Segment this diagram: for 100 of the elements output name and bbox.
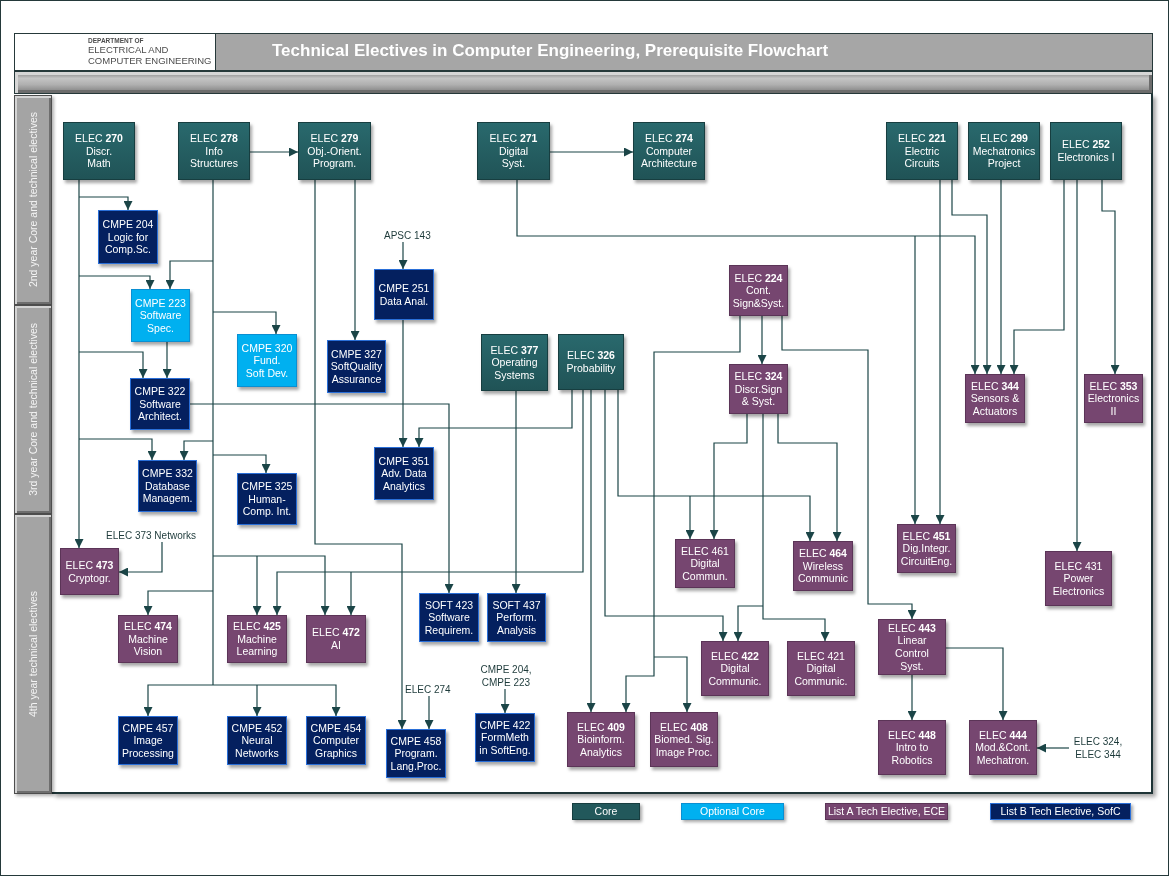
course-box (878, 720, 946, 775)
course-box (131, 289, 190, 342)
connector-line (212, 555, 258, 557)
course-code: CMPE 251 (377, 281, 431, 295)
arrow (143, 684, 214, 717)
course-box (886, 122, 958, 180)
arrow (511, 390, 521, 594)
course-box (306, 615, 366, 663)
arrow (78, 196, 133, 211)
course-box (374, 269, 434, 320)
course-code: CMPE 223 (134, 296, 187, 310)
arrow (143, 590, 214, 616)
course-title: Image Processing (121, 734, 175, 760)
connector-line (516, 179, 916, 237)
arrow (907, 674, 917, 721)
year-band (14, 514, 52, 794)
arrow (1036, 743, 1070, 753)
course-box (968, 122, 1040, 180)
course-code: ELEC 451 (901, 529, 952, 543)
course-box (878, 619, 946, 675)
course-code: ELEC 431 (1053, 559, 1104, 573)
course-title: Dig.Integr. CircuitEng. (899, 542, 954, 568)
course-title: Probability (565, 362, 617, 375)
course-box (1084, 374, 1143, 423)
legend-label: List A Tech Elective, ECE (827, 804, 946, 819)
course-box (650, 712, 718, 767)
course-title: Neural Networks (234, 734, 280, 760)
arrow (272, 571, 352, 616)
course-title: FormMeth in SoftEng. (478, 731, 532, 757)
course-box (374, 447, 434, 500)
course-code: ELEC 461 (680, 544, 730, 558)
course-code: CMPE 457 (121, 721, 175, 735)
course-box (1050, 122, 1122, 180)
arrow (500, 688, 510, 714)
arrow (996, 179, 1006, 375)
course-title: Discr. Math (84, 144, 114, 170)
prerequisite-note: APSC 143 (384, 229, 431, 242)
course-title: Wireless Communic (796, 559, 850, 585)
course-code: ELEC 353 (1088, 379, 1139, 393)
connector-line (78, 196, 80, 277)
prerequisite-note: ELEC 274 (405, 683, 451, 696)
connector-line (78, 179, 80, 198)
arrow (78, 275, 155, 290)
course-code: CMPE 332 (141, 467, 194, 480)
course-title: AI (330, 639, 342, 652)
course-code: SOFT 423 (423, 598, 475, 612)
arrow (945, 647, 1008, 721)
course-title: Computer Architecture (640, 144, 698, 170)
connector-line (762, 413, 764, 607)
course-box (386, 729, 446, 778)
course-box (138, 460, 197, 512)
arrow (549, 147, 634, 157)
prerequisite-note: ELEC 324, ELEC 344 (1069, 735, 1127, 761)
connector-line (78, 351, 80, 440)
arrow (78, 351, 148, 379)
arrow (189, 403, 454, 594)
arrow (733, 605, 764, 642)
connector-line (212, 311, 214, 442)
course-title: Linear Control Syst. (894, 634, 930, 673)
arrow (118, 541, 163, 577)
course-title: Mod.&Cont. Mechatron. (974, 741, 1032, 767)
course-code: CMPE 422 (478, 718, 532, 732)
course-box (965, 374, 1025, 423)
course-title: Software Architect. (137, 397, 183, 423)
course-box (227, 716, 287, 765)
arrow (212, 454, 271, 474)
course-title: Fund. Soft Dev. (244, 354, 290, 380)
arrow (179, 440, 214, 461)
course-code: ELEC 271 (488, 132, 539, 145)
course-code: ELEC 224 (733, 271, 784, 285)
course-box (477, 122, 550, 180)
prerequisite-note: ELEC 373 Networks (106, 529, 197, 542)
course-code: ELEC 326 (566, 349, 616, 362)
connector-line (212, 260, 214, 313)
course-box (1045, 551, 1112, 606)
course-box (729, 265, 788, 316)
band-label: 3rd year Core and technical electives (26, 323, 40, 496)
course-box (787, 641, 855, 696)
arrow (249, 147, 299, 157)
course-code: CMPE 327 (330, 347, 383, 361)
connector-line (212, 440, 214, 456)
course-title: Cryptogr. (67, 571, 112, 585)
arrow (78, 438, 157, 461)
arrow (252, 684, 262, 717)
course-code: ELEC 425 (232, 620, 282, 633)
course-title: Human- Comp. Int. (241, 492, 293, 518)
arrow (1072, 179, 1082, 552)
course-box (178, 122, 250, 180)
arrow (586, 389, 596, 713)
arrow (212, 311, 281, 335)
course-box (237, 334, 297, 387)
course-box (487, 593, 546, 642)
band-label: 4th year technical electives (26, 590, 40, 718)
arrow (777, 413, 842, 542)
course-code: CMPE 325 (240, 480, 294, 493)
course-title: Power Electronics (1051, 572, 1106, 598)
connector-line (78, 275, 80, 353)
connector-line (212, 555, 214, 592)
course-code: ELEC 472 (311, 626, 361, 639)
course-title: Intro to Robotics (890, 741, 934, 767)
